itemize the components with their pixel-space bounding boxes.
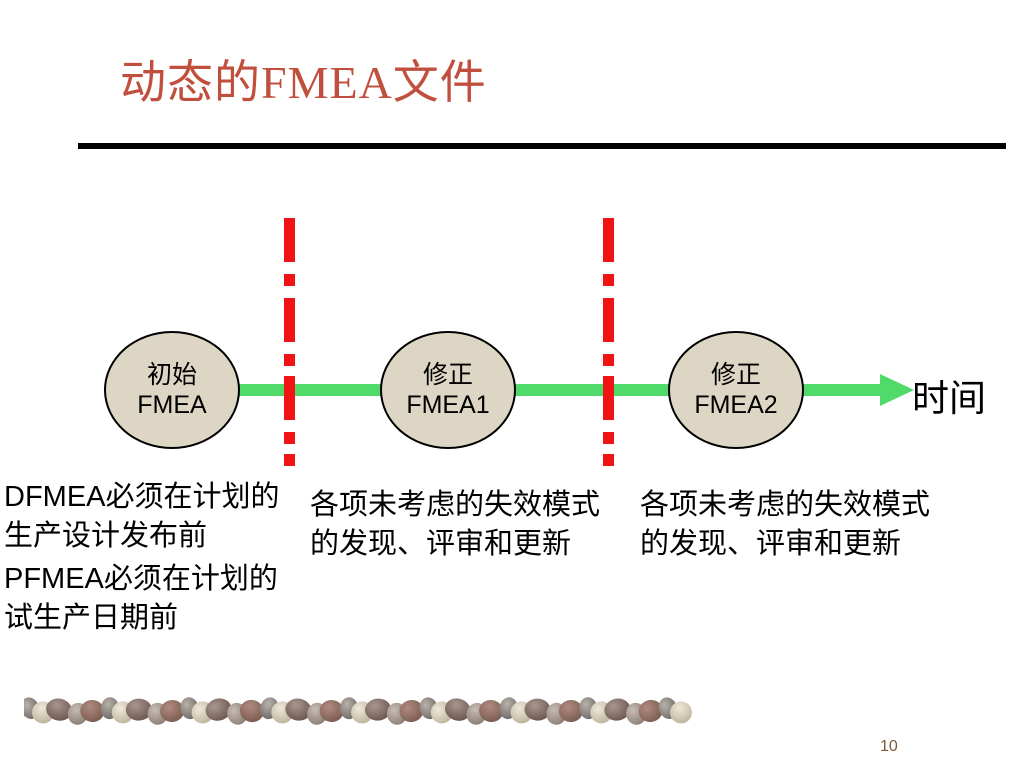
node-label-line1: 修正 [710, 360, 761, 389]
divider-2 [603, 218, 614, 466]
caption-column-middle: 各项未考虑的失效模式的发现、评审和更新 [310, 486, 600, 564]
pebble-border-decoration [24, 697, 692, 725]
page-title: 动态的FMEA文件 [120, 57, 487, 108]
node-label-line1: 修正 [422, 360, 473, 389]
caption-right-text: 各项未考虑的失效模式的发现、评审和更新 [640, 489, 931, 561]
caption-column-right: 各项未考虑的失效模式的发现、评审和更新 [640, 486, 940, 564]
arrow-right-icon [880, 374, 914, 406]
node-label-line2: FMEA2 [694, 391, 778, 419]
title-divider-rule [78, 143, 1006, 149]
timeline-axis-label: 时间 [912, 378, 986, 419]
caption-middle-text: 各项未考虑的失效模式的发现、评审和更新 [310, 489, 601, 561]
node-label-line1: 初始 [146, 360, 197, 389]
timeline-node-revised-fmea1[interactable]: 修正 FMEA1 [380, 331, 516, 449]
caption-left-pfmea: PFMEA必须在计划的试生产日期前 [4, 563, 278, 635]
timeline-node-initial-fmea[interactable]: 初始 FMEA [104, 331, 240, 449]
timeline-segment-2 [500, 384, 680, 396]
page-number: 10 [880, 738, 898, 755]
timeline-node-revised-fmea2[interactable]: 修正 FMEA2 [668, 331, 804, 449]
caption-left-dfmea: DFMEA必须在计划的生产设计发布前 [4, 481, 280, 553]
timeline-segment-3 [790, 384, 900, 396]
divider-1 [284, 218, 295, 466]
node-label-line2: FMEA [137, 391, 207, 419]
timeline-segment-1 [230, 384, 390, 396]
caption-column-left: DFMEA必须在计划的生产设计发布前 PFMEA必须在计划的试生产日期前 [4, 478, 294, 639]
node-label-line2: FMEA1 [406, 391, 490, 419]
